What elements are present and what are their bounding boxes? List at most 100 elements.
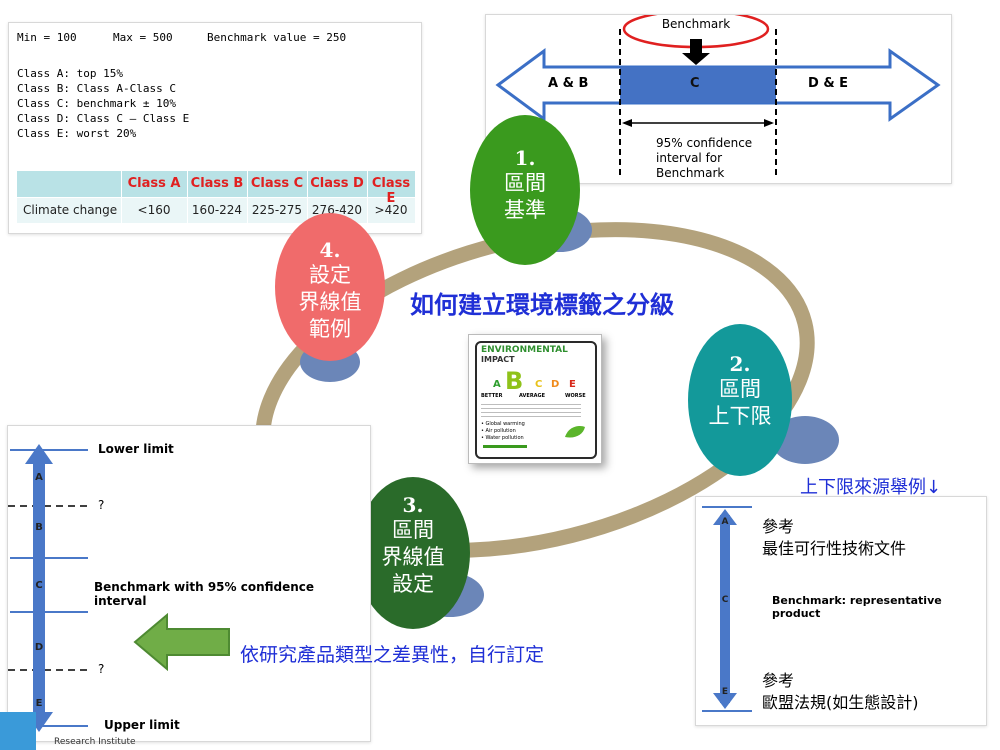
ci-span-arrow-right bbox=[764, 119, 774, 127]
table-header-class-a: Class A bbox=[127, 176, 181, 191]
ci-text-1: 95% confidence bbox=[656, 136, 753, 150]
step-bubble-3 bbox=[356, 477, 470, 629]
class-de-label: D & E bbox=[808, 76, 849, 91]
step-1-text: 1. 區間 基準 bbox=[470, 146, 580, 224]
axis-class-e: E bbox=[35, 698, 43, 709]
step-3-text: 3. 區間 界線值 設定 bbox=[356, 493, 470, 598]
step-4-line2: 界線值 bbox=[298, 290, 362, 314]
step-4-number: 4. bbox=[319, 238, 341, 262]
environmental-impact-label: ENVIRONMENTAL IMPACT A B C D E BETTER AV… bbox=[468, 334, 602, 464]
ref1-label: 參考 bbox=[762, 517, 795, 536]
question-mark-1: ? bbox=[98, 498, 105, 512]
label-item-3: • Water pollution bbox=[481, 435, 524, 441]
label-item-2: • Air pollution bbox=[481, 428, 516, 434]
class-table: Class A Class B Class C Class D Class E … bbox=[17, 171, 415, 225]
label-average: AVERAGE bbox=[519, 393, 546, 399]
axis-class-d: D bbox=[34, 642, 44, 653]
step-4-text: 4. 設定 界線值 範例 bbox=[275, 238, 385, 343]
label-worse: WORSE bbox=[565, 393, 586, 399]
label-title-2: IMPACT bbox=[481, 355, 515, 364]
step-1-line2: 基準 bbox=[504, 198, 546, 222]
benchmark-arrow-diagram bbox=[495, 15, 941, 177]
leaf-icon bbox=[565, 426, 585, 438]
class-line-d: Class D: Class C – Class E bbox=[17, 112, 190, 125]
class-line-e: Class E: worst 20% bbox=[17, 127, 137, 140]
step-3-line1: 區間 bbox=[392, 518, 434, 542]
table-header-class-e: Class E bbox=[371, 176, 411, 206]
source-axis-bar bbox=[720, 515, 730, 703]
source-class-e: E bbox=[721, 687, 729, 697]
benchmark-ci-label: Benchmark with 95% confidence interval bbox=[94, 580, 315, 608]
min-text: Min = 100 bbox=[17, 31, 77, 44]
step-2-line2: 上下限 bbox=[708, 404, 772, 428]
axis-arrow-top bbox=[25, 444, 53, 464]
step-1-line1: 區間 bbox=[504, 171, 546, 195]
label-fine-print bbox=[481, 401, 581, 419]
source-class-a: A bbox=[721, 517, 729, 527]
class-c-label: C bbox=[690, 76, 700, 91]
ref2-text: 歐盟法規(如生態設計) bbox=[762, 693, 919, 712]
class-c-bar bbox=[620, 67, 776, 103]
source-arrow-bottom bbox=[713, 693, 737, 709]
down-arrow bbox=[682, 39, 710, 65]
source-class-c: C bbox=[721, 595, 729, 605]
source-axis-diagram bbox=[702, 506, 752, 712]
source-heading: 上下限來源舉例↓ bbox=[800, 477, 942, 498]
grade-c: C bbox=[535, 379, 543, 390]
step-4-line1: 設定 bbox=[309, 263, 351, 287]
ref1-text: 最佳可行性技術文件 bbox=[762, 539, 907, 558]
step-bubble-4 bbox=[275, 213, 385, 361]
center-title: 如何建立環境標籤之分級 bbox=[410, 291, 674, 319]
axis-class-c: C bbox=[35, 580, 43, 591]
label-item-1: • Global warming bbox=[481, 421, 525, 427]
label-better: BETTER bbox=[481, 393, 503, 399]
axis-class-a: A bbox=[35, 472, 43, 483]
table-cell-class-b: 160-224 bbox=[191, 203, 243, 217]
grade-d: D bbox=[551, 379, 560, 390]
footer-text: Research Institute bbox=[54, 737, 136, 747]
limits-axis-bar bbox=[33, 460, 45, 716]
max-text: Max = 500 bbox=[113, 31, 173, 44]
grade-a: A bbox=[493, 379, 501, 390]
arrow-caption: 依研究產品類型之差異性，自行訂定 bbox=[240, 644, 545, 666]
lower-limit-label: Lower limit bbox=[98, 442, 174, 456]
table-header-class-c: Class C bbox=[250, 176, 304, 191]
table-row-label: Climate change bbox=[23, 203, 118, 217]
table-header-row bbox=[17, 171, 415, 197]
class-line-a: Class A: top 15% bbox=[17, 67, 123, 80]
step-4-line3: 範例 bbox=[309, 317, 351, 341]
step-2-number: 2. bbox=[729, 352, 751, 376]
table-cell-class-e: >420 bbox=[374, 203, 408, 217]
benchmark-value-text: Benchmark value = 250 bbox=[207, 31, 347, 44]
logo-fragment bbox=[0, 712, 36, 750]
table-divider bbox=[17, 197, 415, 198]
source-panel: A C E 參考 最佳可行性技術文件 Benchmark: representa… bbox=[695, 496, 987, 726]
label-footer-line bbox=[483, 445, 527, 448]
upper-limit-label: Upper limit bbox=[104, 718, 180, 732]
step-2-text: 2. 區間 上下限 bbox=[686, 352, 794, 430]
benchmark-label: Benchmark bbox=[661, 17, 731, 31]
class-line-b: Class B: Class A-Class C bbox=[17, 82, 176, 95]
label-frame bbox=[475, 341, 597, 459]
grade-b: B bbox=[505, 367, 524, 395]
step-1-number: 1. bbox=[514, 146, 536, 170]
question-mark-2: ? bbox=[98, 662, 105, 676]
table-cell-class-c: 225-275 bbox=[251, 203, 303, 217]
table-header-class-d: Class D bbox=[310, 176, 364, 191]
left-arrow-icon bbox=[133, 613, 230, 671]
ref2-label: 參考 bbox=[762, 671, 795, 690]
table-header-class-b: Class B bbox=[190, 176, 244, 191]
table-cell-class-a: <160 bbox=[137, 203, 171, 217]
step-bubble-1 bbox=[470, 115, 580, 265]
ci-text-3: Benchmark bbox=[656, 166, 725, 180]
axis-class-b: B bbox=[35, 522, 43, 533]
source-arrow-top bbox=[713, 509, 737, 525]
step-3-number: 3. bbox=[402, 493, 424, 517]
step-2-line1: 區間 bbox=[719, 377, 761, 401]
source-benchmark-label: Benchmark: representative product bbox=[772, 594, 942, 620]
grade-e: E bbox=[569, 379, 576, 390]
ci-span-arrow-left bbox=[622, 119, 632, 127]
step-bubble-2 bbox=[688, 324, 792, 476]
class-line-c: Class C: benchmark ± 10% bbox=[17, 97, 176, 110]
